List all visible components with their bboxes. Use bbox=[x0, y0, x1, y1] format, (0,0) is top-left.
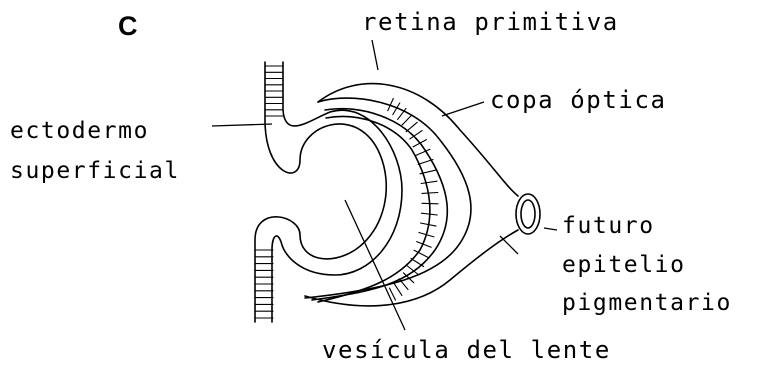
label-epitelio: epitelio bbox=[562, 252, 686, 278]
optic-stalk bbox=[516, 194, 540, 234]
optic-cup bbox=[305, 84, 518, 306]
label-pigmentario: pigmentario bbox=[562, 290, 732, 316]
label-superficial: superficial bbox=[10, 158, 180, 184]
label-futuro: futuro bbox=[562, 213, 655, 239]
label-ectodermo: ectodermo bbox=[10, 118, 149, 144]
label-retina-primitiva: retina primitiva bbox=[362, 8, 619, 36]
leader-lines bbox=[212, 40, 557, 330]
panel-letter: C bbox=[118, 11, 138, 41]
label-copa-optica: copa óptica bbox=[490, 86, 667, 114]
label-vesicula-del-lente: vesícula del lente bbox=[322, 336, 611, 364]
